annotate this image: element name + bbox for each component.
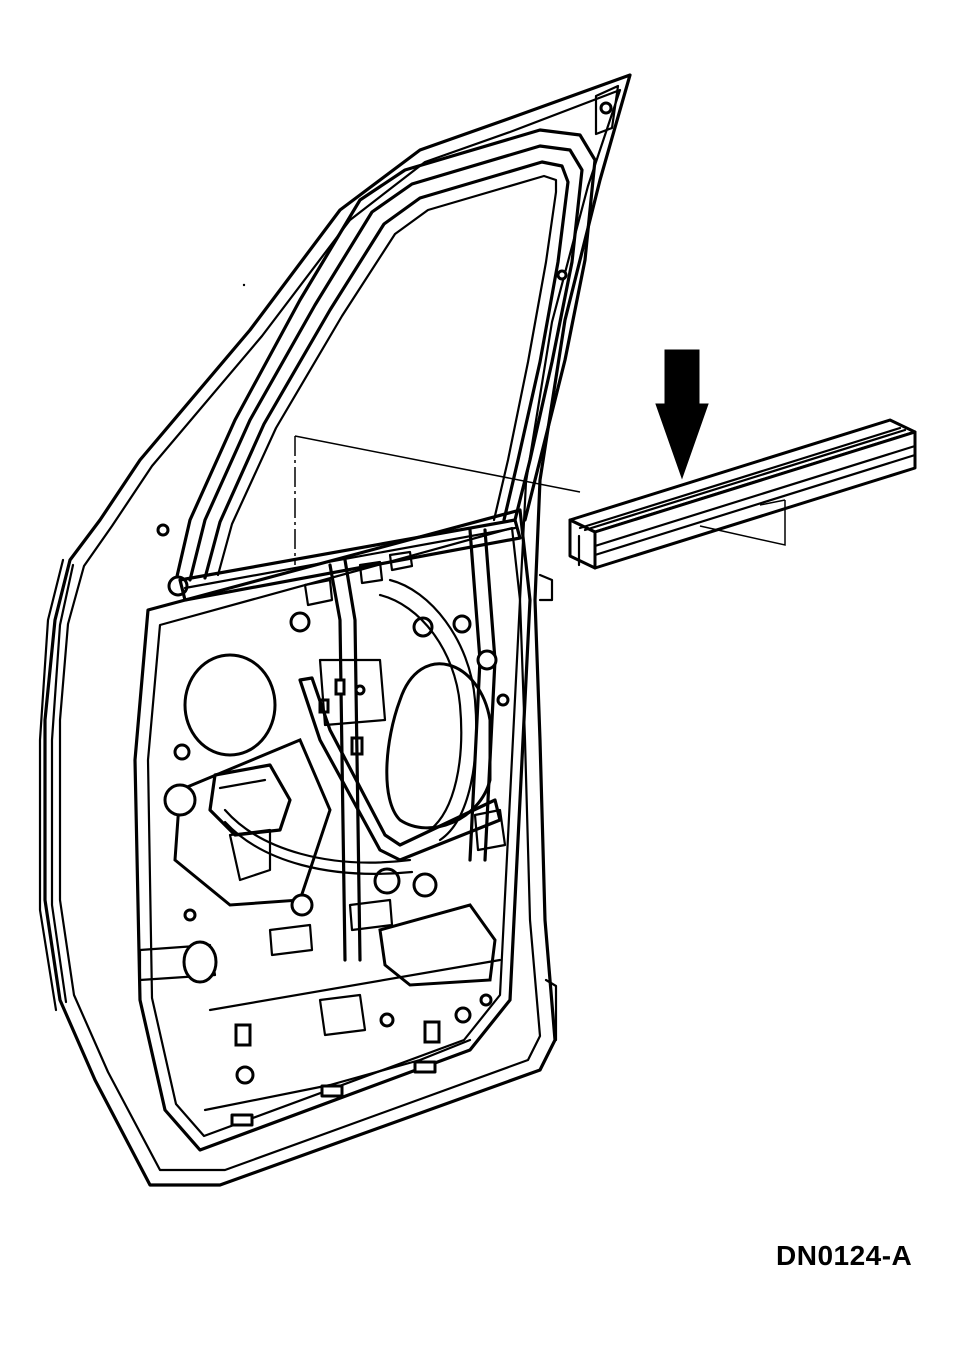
window-frame xyxy=(156,128,597,597)
stray-dot xyxy=(242,283,246,287)
door-shell xyxy=(38,73,632,1187)
leader-lines xyxy=(294,435,786,565)
locator-arrow-icon xyxy=(655,349,709,480)
window-regulator xyxy=(138,528,507,1037)
glass-run-weatherstrip xyxy=(568,418,917,570)
figure-code: DN0124-A xyxy=(776,1240,913,1271)
